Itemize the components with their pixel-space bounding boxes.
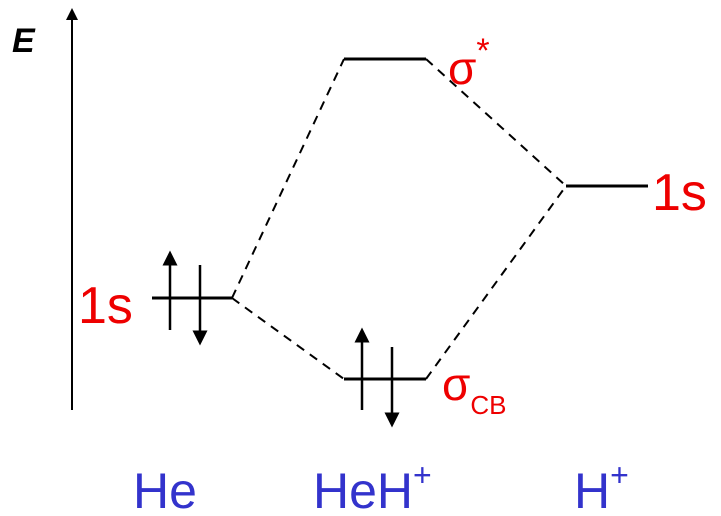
correlation-he-to-sigma-star	[231, 58, 345, 299]
species-heh-base: HeH	[313, 463, 413, 516]
sigma-cb-subscript: CB	[470, 390, 506, 420]
sigma-star-label: σ*	[448, 32, 490, 94]
correlation-he-to-sigma-cb	[231, 297, 345, 380]
species-h-plus-label: H+	[574, 457, 629, 516]
energy-axis-label: E	[12, 22, 36, 60]
h-1s-label: 1s	[652, 164, 707, 222]
he-1s-label: 1s	[78, 277, 133, 335]
sigma-star-symbol: σ	[448, 42, 476, 94]
species-h-base: H	[574, 463, 610, 516]
species-he-label: He	[133, 463, 197, 516]
correlation-h-to-sigma-cb	[425, 185, 567, 380]
sigma-star-superscript: *	[476, 32, 489, 70]
sigma-cb-symbol: σ	[442, 358, 470, 410]
correlation-h-to-sigma-star	[425, 58, 567, 187]
species-heh-charge: +	[413, 457, 432, 493]
species-heh-plus-label: HeH+	[313, 457, 432, 516]
sigma-cb-label: σCB	[442, 358, 507, 420]
species-h-charge: +	[610, 457, 629, 493]
